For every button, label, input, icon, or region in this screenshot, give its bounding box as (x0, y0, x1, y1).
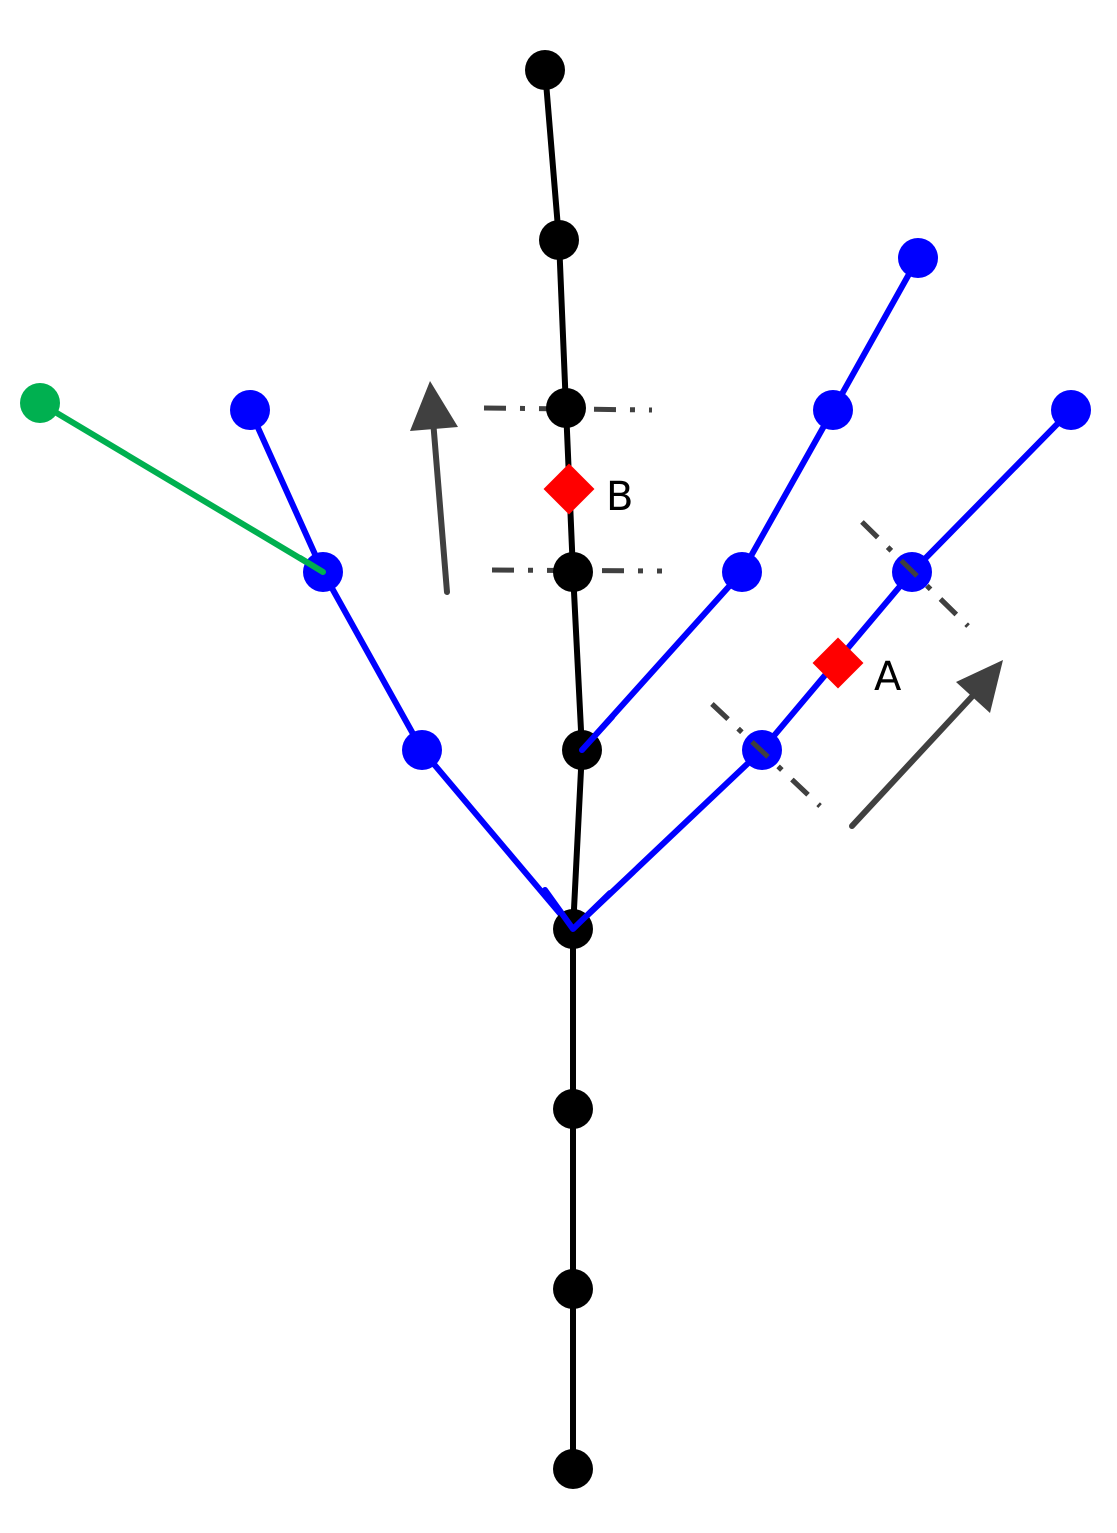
branch-node (230, 390, 270, 430)
junction-overlay-bottom (542, 887, 613, 932)
arrow-a-shaft (849, 685, 983, 829)
marker-a-label: A (874, 654, 902, 700)
marker-b-label: B (606, 474, 633, 520)
green-branch-line (37, 400, 326, 575)
stem-node (553, 552, 593, 592)
branch-node (722, 552, 762, 592)
green-branch-tip (297, 555, 326, 575)
stem-node (546, 388, 586, 428)
arrow-a-head (956, 660, 1003, 713)
arrow-b-shaft (430, 417, 450, 595)
green-node (20, 383, 60, 423)
direction-arrows (410, 381, 1003, 829)
marker-b (543, 463, 595, 515)
junction-overlay-middle (579, 714, 615, 753)
stem-node (539, 220, 579, 260)
stem-nodes (525, 50, 602, 1489)
main-stem-line (542, 67, 585, 1472)
branch-node (813, 390, 853, 430)
stem-node (553, 1449, 593, 1489)
marker-a (812, 637, 864, 689)
left-branch-line (247, 407, 576, 932)
junction-overlays (542, 714, 615, 932)
markers (543, 463, 864, 689)
branch-node (402, 730, 442, 770)
arrow-b-head (410, 381, 458, 431)
blue-branches (247, 255, 1074, 932)
guide-lines (483, 405, 970, 808)
stem-node (553, 1089, 593, 1129)
guide-overlays (710, 520, 970, 808)
branch-node (1051, 390, 1091, 430)
branch-nodes (230, 238, 1091, 770)
main-stem (542, 67, 585, 1472)
branch-node (898, 238, 938, 278)
stem-node (525, 50, 565, 90)
middle-right-branch-line (579, 255, 921, 753)
guide-overlay (710, 702, 822, 808)
stem-node (553, 1269, 593, 1309)
guide-overlay (860, 520, 970, 628)
